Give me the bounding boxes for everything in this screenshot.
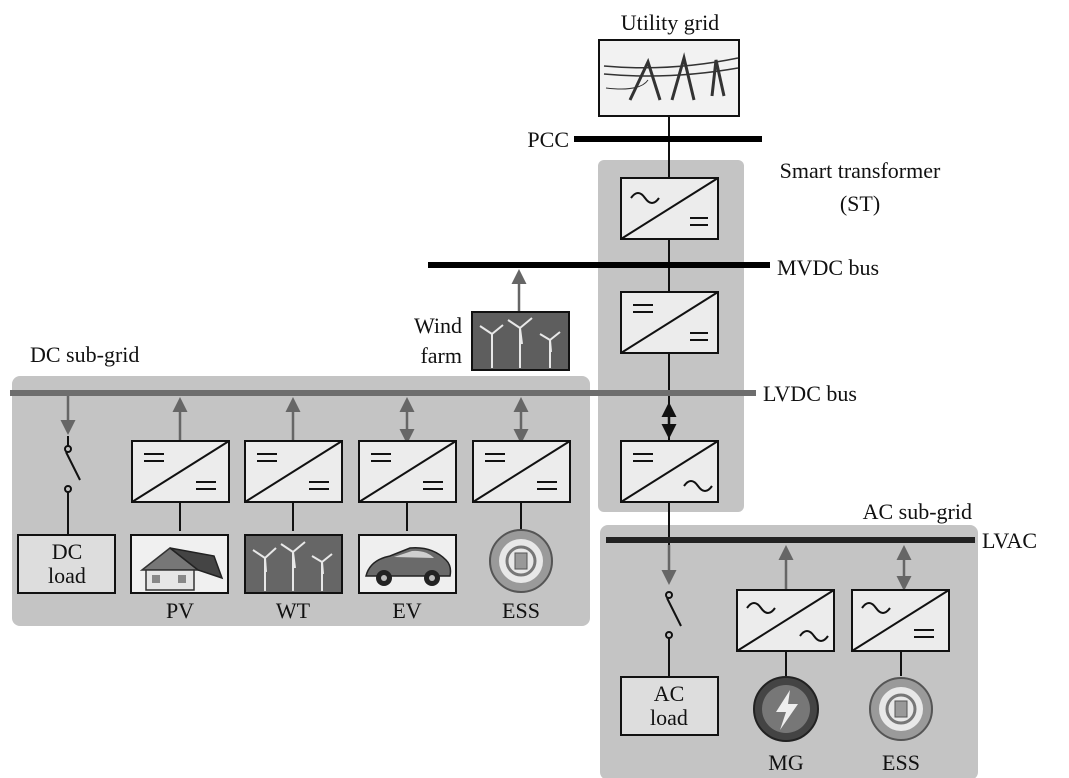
dc-subgrid-label: DC sub-grid [30, 342, 139, 367]
st-dc-ac-converter [620, 440, 719, 503]
power-pylon-icon [603, 52, 739, 101]
lvdc-bus-label: LVDC bus [763, 381, 857, 406]
wind-turbine-icon [252, 541, 333, 591]
st-label-line1: Smart transformer [780, 158, 941, 183]
ess-ac-icon [869, 677, 933, 741]
st-label-line2: (ST) [840, 191, 880, 216]
wind-farm-label-line1: Wind [414, 313, 462, 338]
mg-ac-ac-converter [736, 589, 835, 652]
pcc-label: PCC [527, 127, 569, 152]
ac-load-box [620, 676, 719, 736]
dc-load-label-line1: DC [52, 539, 83, 564]
ess-dc-label: ESS [502, 598, 540, 623]
wind-farm-box [471, 311, 570, 371]
wt-label: WT [276, 598, 311, 623]
utility-grid-label: Utility grid [621, 10, 719, 35]
ev-dc-dc-converter [358, 440, 457, 503]
pv-box [130, 534, 229, 594]
dc-load-box [17, 534, 116, 594]
mg-icon [753, 676, 819, 742]
pv-dc-dc-converter [131, 440, 230, 503]
lightning-generator-icon [776, 690, 798, 730]
mg-label: MG [768, 750, 804, 775]
wind-farm-label-line2: farm [420, 343, 462, 368]
ac-switch [665, 591, 682, 677]
st-dc-dc-converter [620, 291, 719, 354]
wt-box [244, 534, 343, 594]
ac-subgrid-label: AC sub-grid [863, 499, 972, 524]
utility-grid-box [598, 39, 740, 117]
ev-label: EV [392, 598, 421, 623]
electric-car-icon [365, 547, 452, 586]
ess-ac-dc-converter [851, 589, 950, 652]
wt-dc-dc-converter [244, 440, 343, 503]
pv-label: PV [166, 598, 194, 623]
dc-branches [131, 397, 571, 531]
ev-box [358, 534, 457, 594]
ac-load-label-line2: load [650, 705, 688, 730]
ess-dc-icon [489, 529, 553, 593]
dc-load-label-line2: load [48, 563, 86, 588]
mvdc-bus-label: MVDC bus [777, 255, 879, 280]
lvac-label: LVAC [982, 528, 1037, 553]
ess-dc-dc-converter [472, 440, 571, 503]
ess-ac-label: ESS [882, 750, 920, 775]
st-ac-dc-converter [620, 177, 719, 240]
wind-turbine-icon [479, 317, 561, 368]
dc-switch [64, 436, 81, 535]
solar-house-icon [139, 547, 224, 591]
ac-load-label-line1: AC [654, 681, 685, 706]
